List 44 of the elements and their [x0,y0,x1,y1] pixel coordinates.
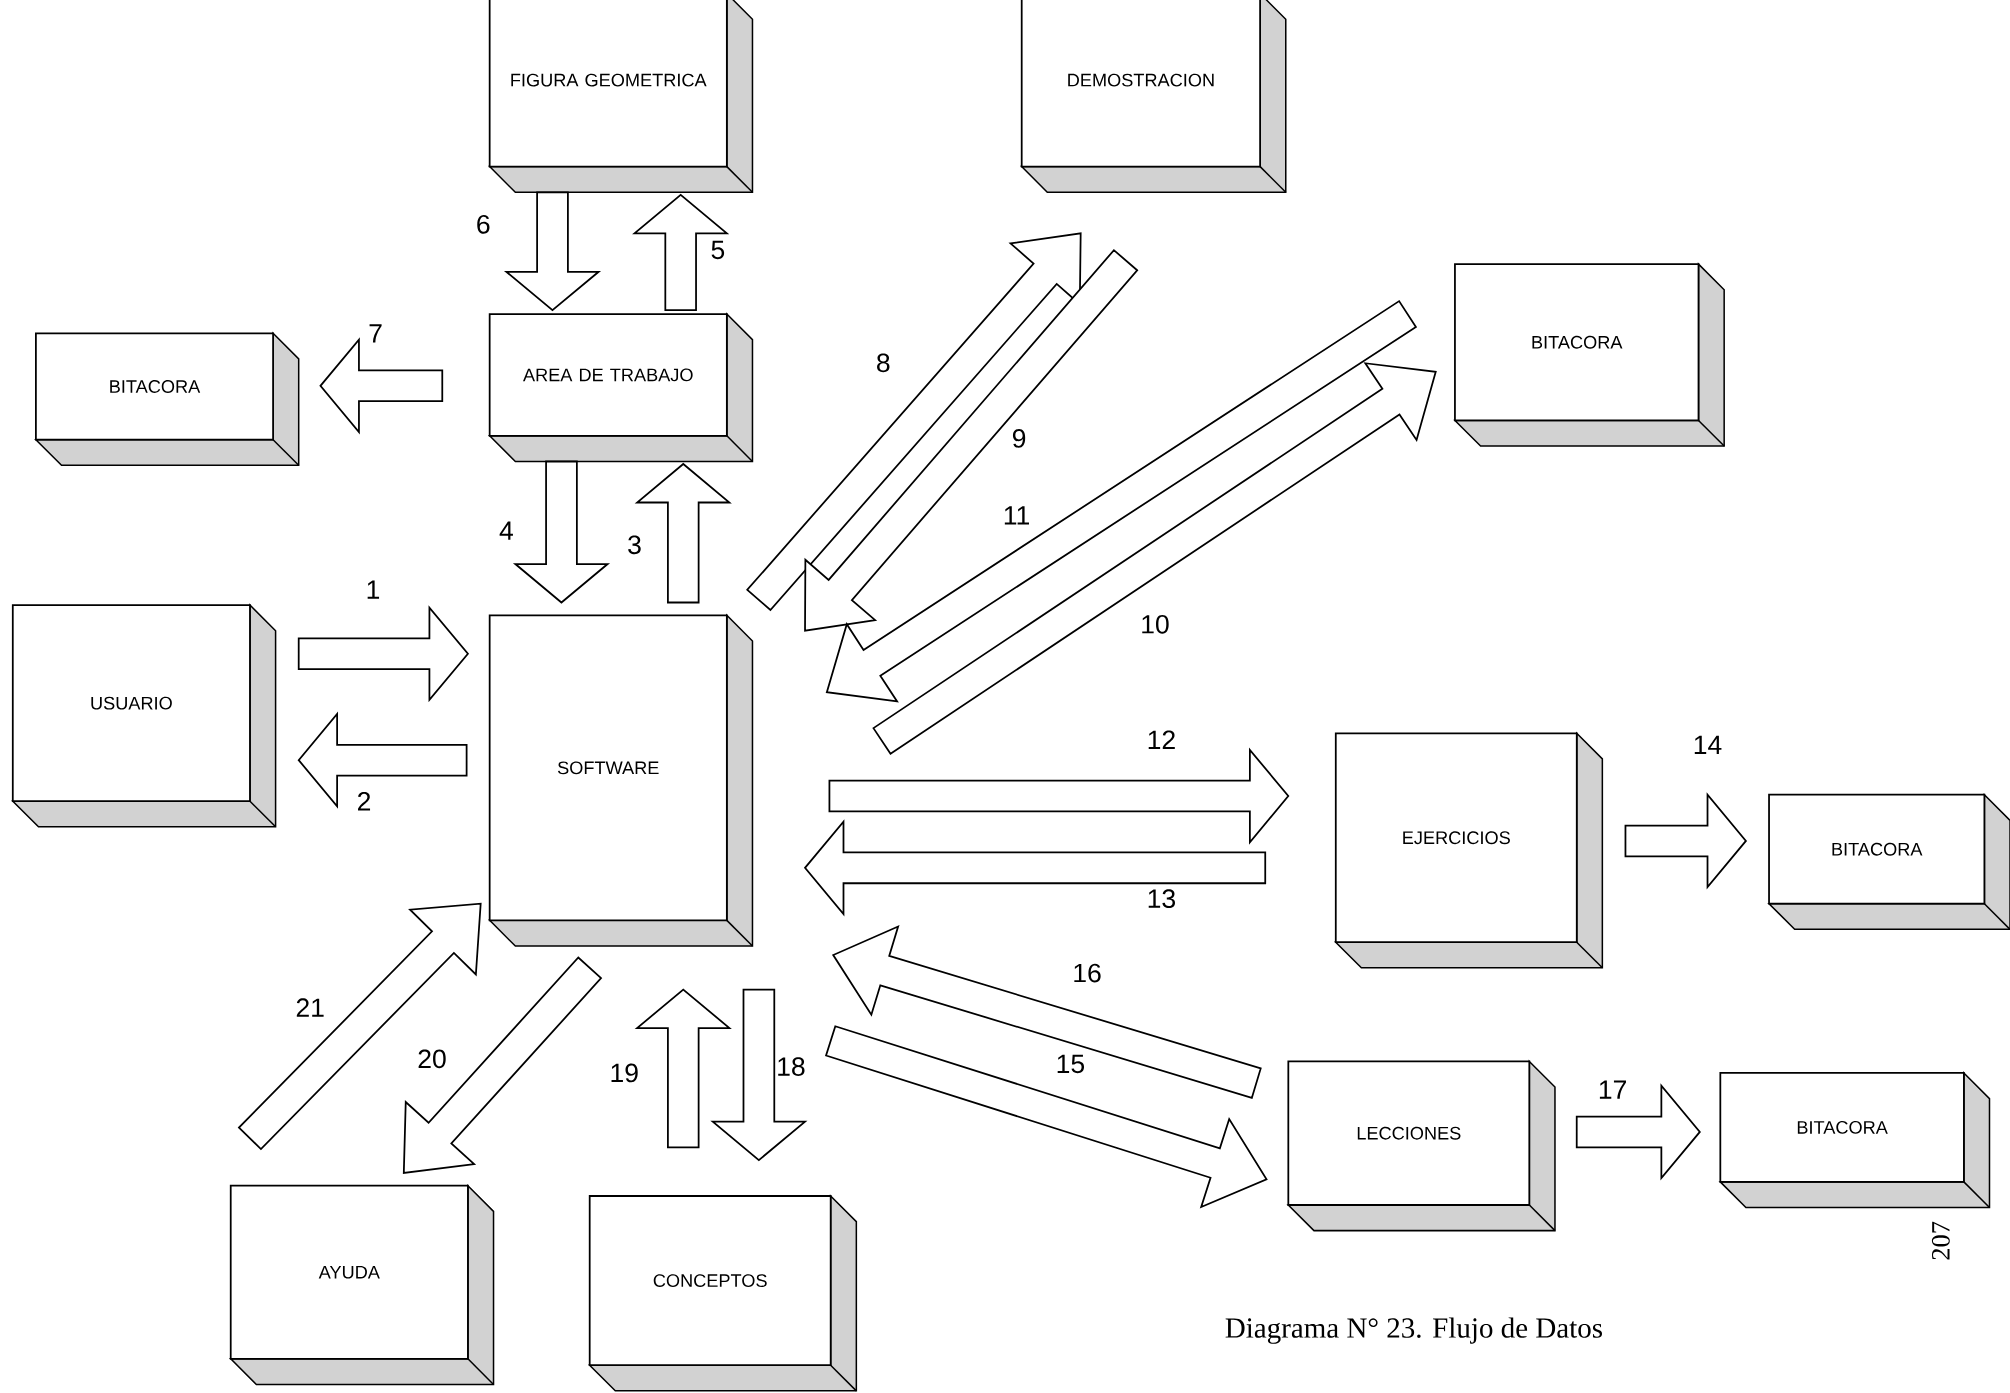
edge-label: 20 [418,1049,446,1069]
process-box: FIGURA GEOMETRICA [487,0,754,193]
caption: Diagrama N° 23. Flujo de Datos [1225,1317,1602,1344]
process-box: AREA DE TRABAJO [487,312,754,463]
edge-label: 21 [296,998,324,1017]
block-arrow [804,248,1139,632]
edge-label: 14 [1694,735,1722,754]
edge-label: 2 [358,791,371,811]
block-arrow [1624,792,1748,890]
edge-label: 19 [611,1063,638,1083]
edge-label: 1 [367,580,380,599]
block-arrow [831,924,1262,1099]
block-arrow [1575,1083,1701,1181]
block-arrow [710,988,808,1162]
edge-label: 5 [711,240,725,259]
block-arrow [503,191,602,312]
block-arrow [319,337,444,435]
block-arrow [512,460,611,604]
block-arrow [746,232,1082,612]
block-arrow [632,193,730,311]
edge-label: 8 [877,353,890,372]
edge-label: 12 [1148,730,1175,749]
process-box: DEMOSTRACION [1019,0,1287,193]
edge-label: 4 [499,521,513,540]
edge-label: 11 [1004,506,1029,525]
edge-label: 15 [1057,1054,1084,1073]
process-box: CONCEPTOS [587,1194,858,1392]
process-box: BITACORA [1453,262,1725,447]
block-arrow [634,462,732,604]
block-arrow [828,747,1290,845]
edge-label: 18 [778,1056,805,1076]
block-arrow [297,711,468,809]
edge-label: 13 [1148,889,1175,908]
block-arrow [634,988,732,1148]
block-arrow [872,361,1437,755]
edge-label: 17 [1599,1080,1626,1099]
edge-label: 6 [477,214,490,234]
block-arrow [803,819,1267,917]
edge-label: 7 [369,324,382,343]
edge-label: 9 [1012,428,1026,448]
edge-label: 3 [628,535,641,554]
edge-label: 10 [1142,614,1169,634]
block-arrow [297,604,470,703]
edge-label: 16 [1074,963,1101,983]
